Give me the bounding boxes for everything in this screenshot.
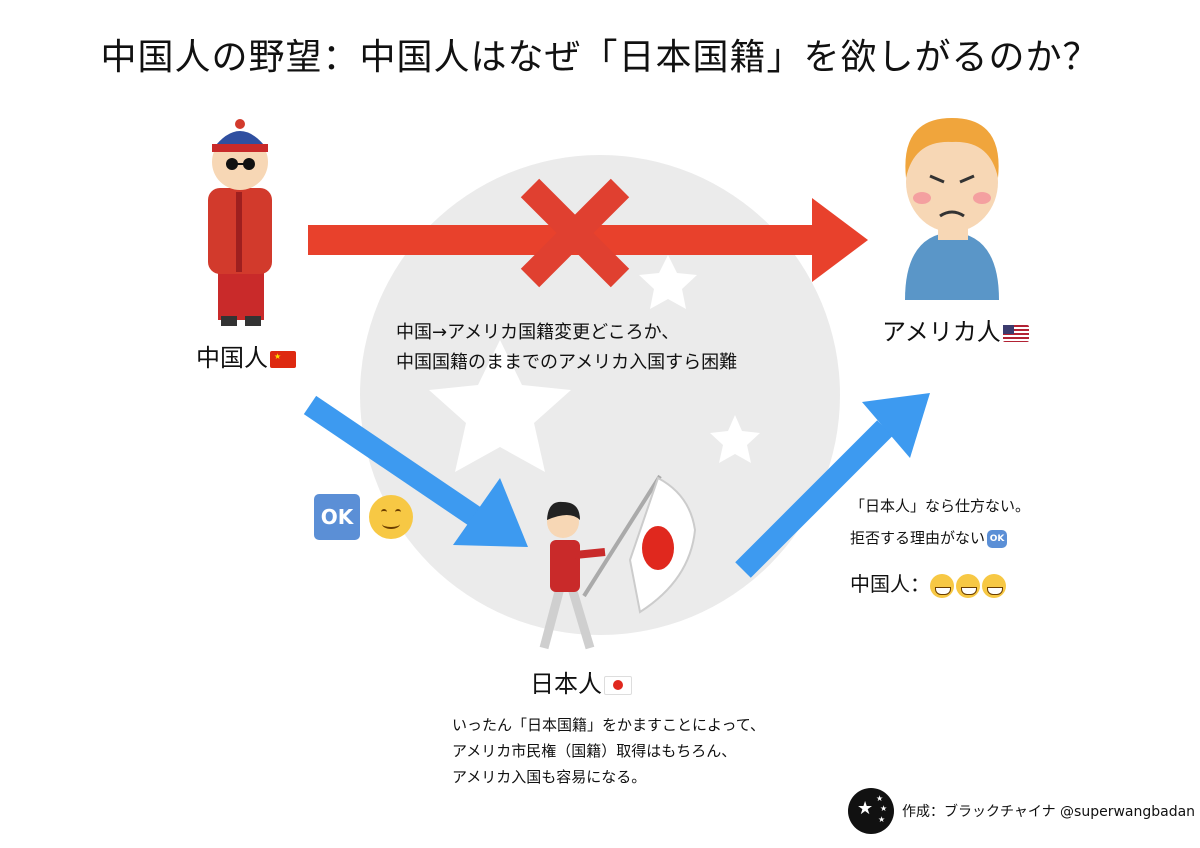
- usa-flag-icon: [1002, 324, 1029, 342]
- credit-text: 作成：ブラックチャイナ @superwangbadan: [902, 804, 1196, 820]
- japan-note-line-1: いったん「日本国籍」をかますことによって、: [452, 716, 766, 734]
- ok-icon: OK: [987, 529, 1008, 548]
- japan-note-line-2: アメリカ市民権（国籍）取得はもちろん、: [452, 742, 737, 760]
- chinese-reaction-row: 中国人：: [850, 568, 1030, 598]
- usa-note-line-2: 拒否する理由がない: [850, 529, 986, 547]
- japanese-person-illustration: [539, 474, 697, 650]
- blocked-note-line-1: 中国→アメリカ国籍変更どころか、: [396, 322, 680, 343]
- ok-button-icon: OK: [314, 494, 360, 540]
- smiling-face-icon: [369, 495, 414, 539]
- blocked-note-line-2: 中国国籍のままでのアメリカ入国すら困難: [396, 352, 738, 373]
- usa-note-line-1: 「日本人」なら仕方ない。: [850, 497, 1031, 515]
- blue-arrow-china-to-japan: [303, 395, 528, 547]
- page-title: 中国人の野望：中国人はなぜ「日本国籍」を欲しがるのか？: [100, 37, 1100, 78]
- american-person-illustration: [905, 118, 999, 300]
- grinning-face-icon: [982, 573, 1006, 598]
- ok-smile-emojis: OK: [314, 494, 414, 540]
- blocked-route-note: 中国→アメリカ国籍変更どころか、 中国国籍のままでのアメリカ入国すら困難: [396, 318, 737, 378]
- credit-block: ★ ★ ★ ★ 作成：ブラックチャイナ @superwangbadan: [848, 788, 1195, 834]
- grinning-face-icon: [956, 573, 980, 598]
- usa-label-text: アメリカ人: [882, 318, 1001, 346]
- background-star: [429, 340, 571, 472]
- china-flag-icon: ★: [270, 350, 296, 368]
- node-label-japan: 日本人: [530, 664, 632, 699]
- black-china-logo-icon: ★ ★ ★ ★: [848, 788, 894, 834]
- background-star: [639, 255, 697, 309]
- japan-route-note: いったん「日本国籍」をかますことによって、 アメリカ市民権（国籍）取得はもちろん…: [452, 712, 765, 790]
- background-star: [710, 415, 760, 463]
- grinning-face-icon: [930, 573, 954, 598]
- japan-flag-icon: [604, 675, 632, 695]
- chinese-reaction-label: 中国人：: [850, 572, 930, 596]
- japan-label-text: 日本人: [530, 670, 602, 698]
- blocked-x-mark: [520, 178, 630, 288]
- chinese-person-illustration: [208, 119, 272, 326]
- node-label-china: 中国人★: [196, 338, 296, 373]
- japan-note-line-3: アメリカ入国も容易になる。: [452, 768, 647, 786]
- node-label-usa: アメリカ人: [882, 312, 1029, 347]
- china-label-text: 中国人: [196, 344, 268, 372]
- blue-arrow-japan-to-usa: [735, 393, 930, 578]
